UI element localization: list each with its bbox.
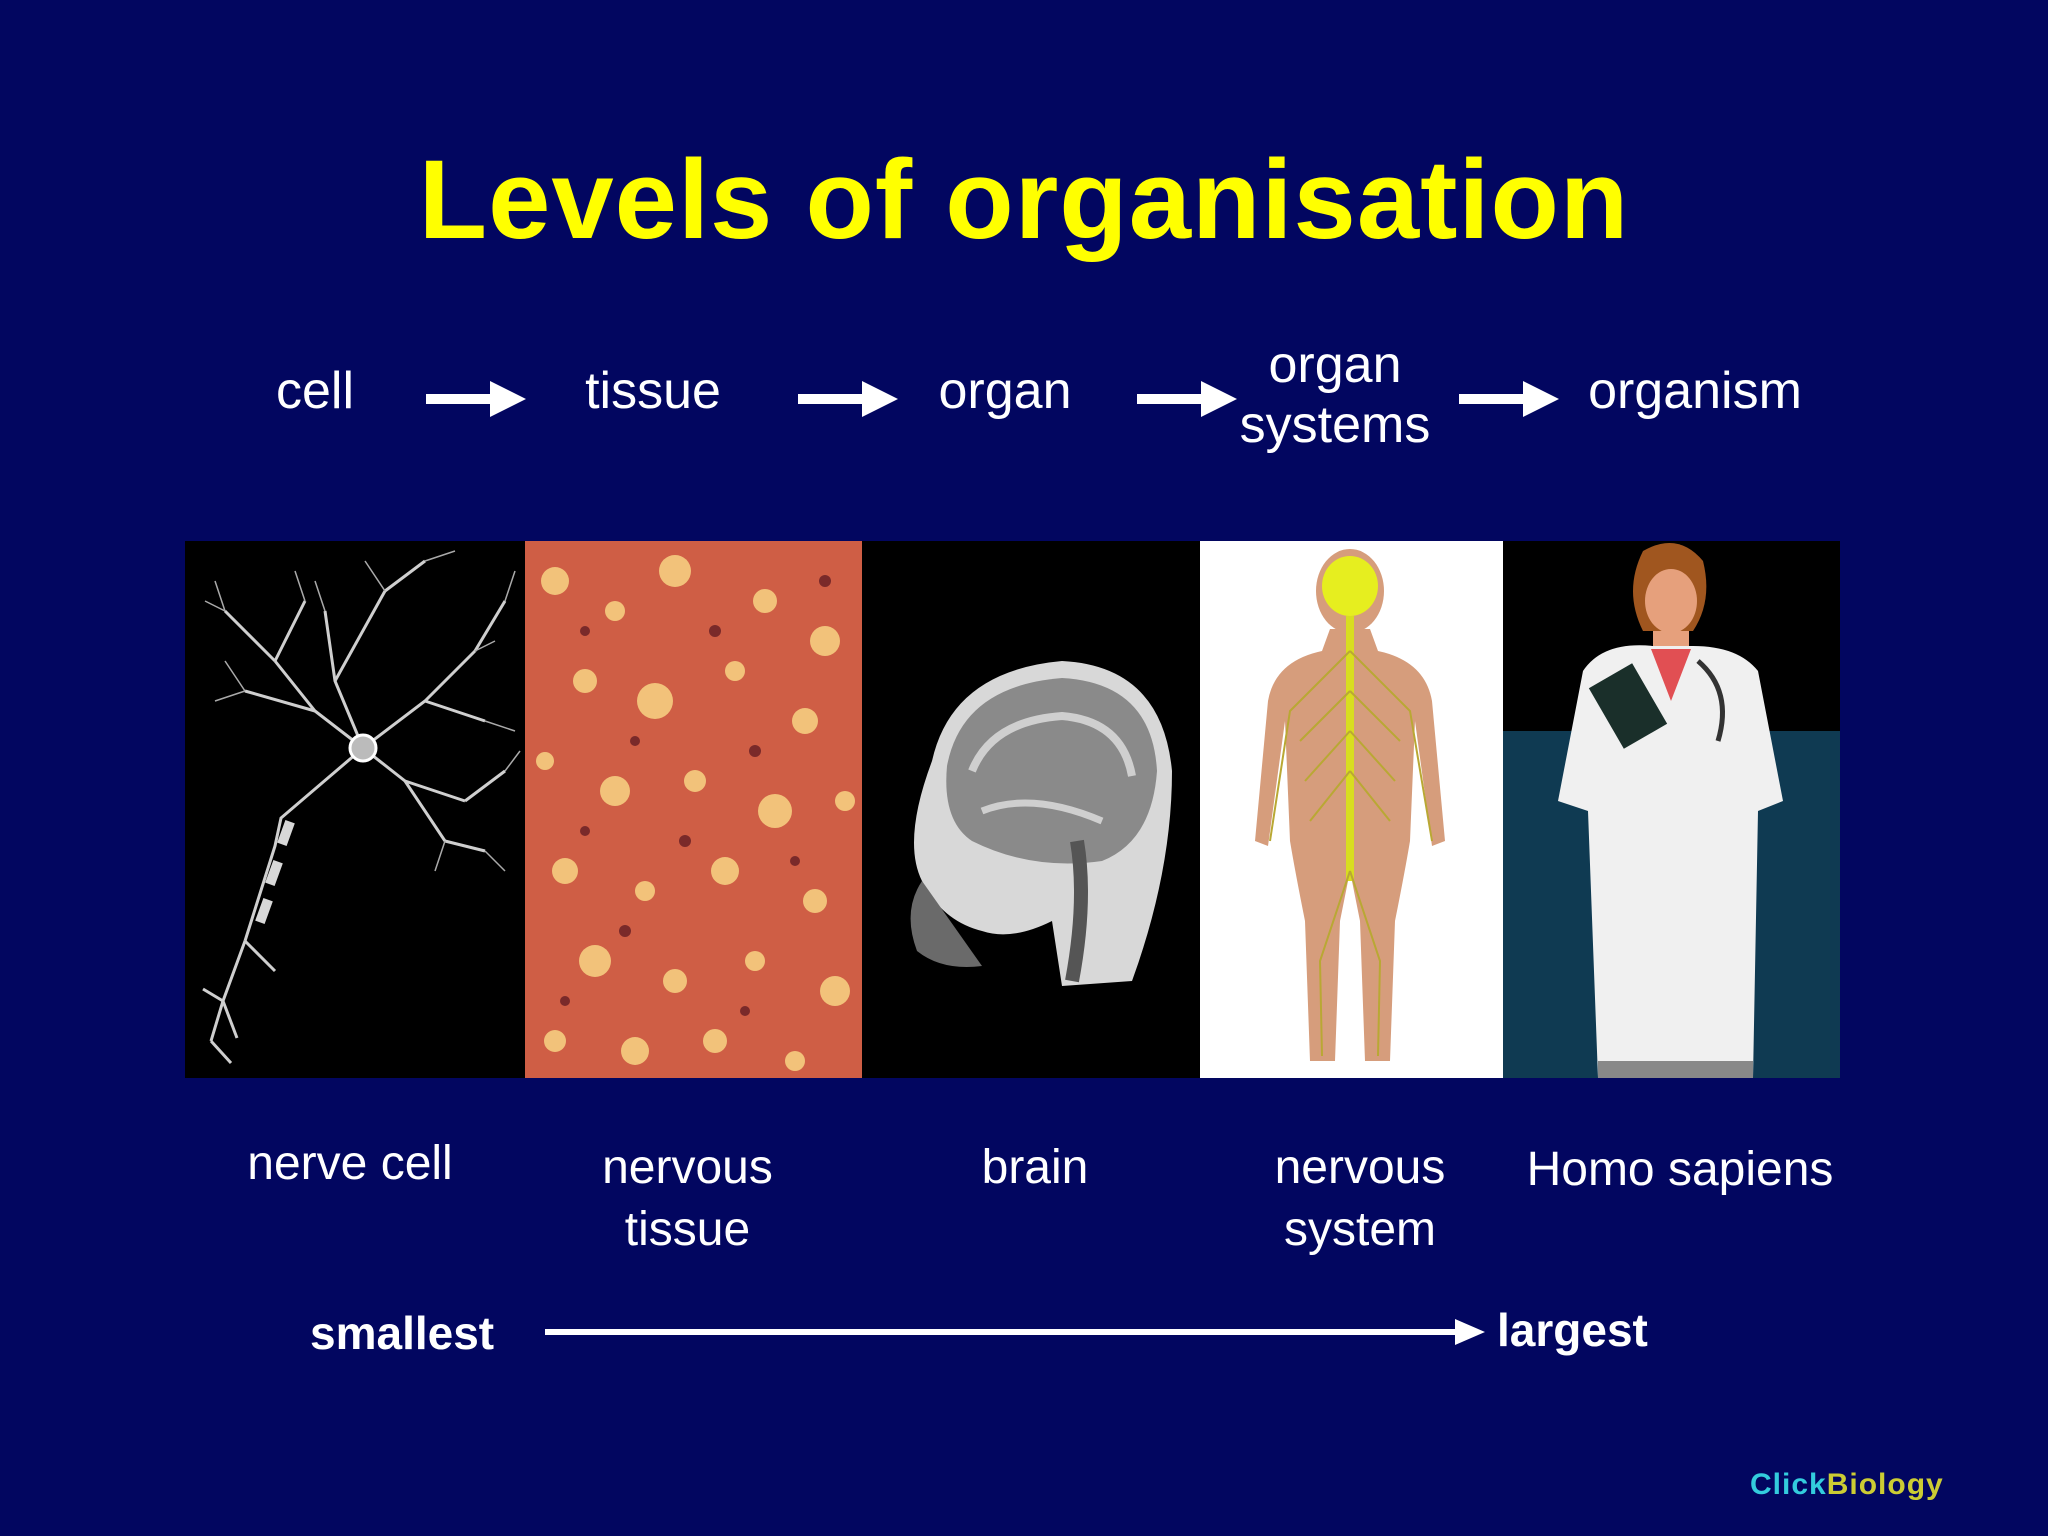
level-cell: cell <box>275 362 355 420</box>
caption-brain: brain <box>981 1141 1089 1194</box>
brain-mri-image <box>862 541 1200 1078</box>
doctor-image <box>1503 541 1840 1078</box>
level-tissue: tissue <box>585 362 721 420</box>
brand-logo: ClickBiology <box>1750 1468 1944 1502</box>
slide-title: Levels of organisation <box>418 137 1630 262</box>
scale-end-label: largest <box>1497 1304 1648 1356</box>
caption-nervous-tissue: nervous tissue <box>602 1141 773 1256</box>
level-organ: organ <box>938 362 1072 420</box>
nerve-cell-image <box>185 541 525 1078</box>
caption-nervous-system: nervous system <box>1274 1141 1446 1256</box>
caption-homo-sapiens: Homo sapiens <box>1526 1143 1834 1196</box>
scale-start-label: smallest <box>310 1307 495 1359</box>
arrow-right-icon <box>1137 381 1237 417</box>
brand-part-biology: Biology <box>1826 1468 1944 1501</box>
nervous-system-image <box>1200 541 1503 1078</box>
caption-nerve-cell: nerve cell <box>247 1137 453 1190</box>
arrow-right-icon <box>426 381 526 417</box>
nervous-tissue-image <box>525 541 862 1078</box>
level-organism: organism <box>1588 362 1802 420</box>
scale-arrow-icon <box>545 1319 1485 1345</box>
level-organ-systems: organ systems <box>1239 336 1431 454</box>
brand-part-click: Click <box>1750 1468 1827 1501</box>
arrow-right-icon <box>1459 381 1559 417</box>
arrow-right-icon <box>798 381 898 417</box>
